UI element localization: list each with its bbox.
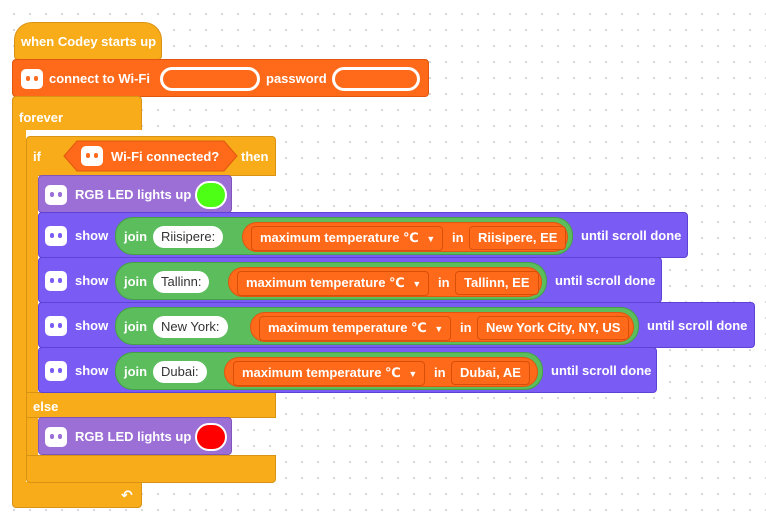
temperature-type-text: maximum temperature ℃ (246, 275, 405, 290)
temperature-type-text: maximum temperature ℃ (260, 230, 419, 245)
forever-block[interactable]: forever (12, 96, 142, 130)
connect-wifi-label: connect to Wi-Fi (49, 71, 150, 86)
join-label: join (124, 364, 148, 379)
codey-icon (45, 185, 67, 205)
codey-icon (21, 69, 43, 89)
rgb-led-red-block[interactable]: RGB LED lights up (38, 417, 232, 455)
if-arm (26, 175, 38, 461)
max-temperature-reporter[interactable]: maximum temperature ℃ ▼ in Riisipere, EE (242, 222, 568, 252)
in-label: in (452, 230, 464, 245)
codey-icon (45, 271, 67, 291)
join-block[interactable]: join Riisipere: maximum temperature ℃ ▼ … (115, 217, 573, 255)
temperature-type-dropdown[interactable]: maximum temperature ℃ ▼ (237, 271, 429, 296)
max-temperature-reporter[interactable]: maximum temperature ℃ ▼ in New York City… (250, 312, 634, 342)
if-label: if (33, 149, 41, 164)
wifi-connected-label: Wi-Fi connected? (111, 149, 220, 164)
led-color-green[interactable] (195, 181, 227, 209)
in-label: in (438, 275, 450, 290)
codey-icon (45, 361, 67, 381)
dropdown-arrow-icon: ▼ (408, 369, 418, 379)
forever-bottom: ↶ (12, 482, 142, 508)
event-label: when Codey starts up (21, 34, 157, 49)
wifi-connected-condition[interactable] (63, 140, 238, 172)
show-block-new-york[interactable]: show join New York: maximum temperature … (38, 302, 755, 348)
temperature-type-text: maximum temperature ℃ (242, 365, 401, 380)
max-temperature-reporter[interactable]: maximum temperature ℃ ▼ in Dubai, AE (224, 357, 538, 387)
codey-icon (45, 427, 67, 447)
show-block-dubai[interactable]: show join Dubai: maximum temperature ℃ ▼… (38, 347, 657, 393)
text-input-prefix[interactable]: Tallinn: (153, 271, 210, 293)
text-input-prefix[interactable]: New York: (153, 316, 228, 338)
in-label: in (434, 365, 446, 380)
dropdown-arrow-icon: ▼ (412, 279, 422, 289)
until-scroll-label: until scroll done (551, 363, 652, 378)
led-color-red[interactable] (195, 423, 227, 451)
wifi-ssid-input[interactable] (160, 67, 260, 91)
city-input[interactable]: Tallinn, EE (455, 271, 539, 295)
if-block[interactable]: if Wi-Fi connected? then (26, 136, 276, 176)
codey-icon (45, 226, 67, 246)
forever-arm (12, 129, 26, 483)
text-input-prefix[interactable]: Dubai: (153, 361, 207, 383)
city-input[interactable]: Dubai, AE (451, 361, 530, 385)
until-scroll-label: until scroll done (581, 228, 682, 243)
codey-icon (45, 316, 67, 336)
temperature-type-dropdown[interactable]: maximum temperature ℃ ▼ (251, 226, 443, 251)
codey-icon (81, 146, 103, 166)
temperature-type-text: maximum temperature ℃ (268, 320, 427, 335)
until-scroll-label: until scroll done (555, 273, 656, 288)
forever-label: forever (19, 110, 64, 125)
password-label: password (266, 71, 327, 86)
join-block[interactable]: join New York: maximum temperature ℃ ▼ i… (115, 307, 639, 345)
dropdown-arrow-icon: ▼ (426, 234, 436, 244)
led-label: RGB LED lights up (75, 429, 192, 444)
show-block-tallinn[interactable]: show join Tallinn: maximum temperature ℃… (38, 257, 662, 303)
if-bottom (26, 455, 276, 483)
temperature-type-dropdown[interactable]: maximum temperature ℃ ▼ (259, 316, 451, 341)
else-section: else (26, 392, 276, 418)
connect-wifi-block[interactable]: connect to Wi-Fi password (12, 59, 429, 97)
join-block[interactable]: join Dubai: maximum temperature ℃ ▼ in D… (115, 352, 543, 390)
join-label: join (124, 319, 148, 334)
show-label: show (75, 363, 109, 378)
join-label: join (124, 229, 148, 244)
max-temperature-reporter[interactable]: maximum temperature ℃ ▼ in Tallinn, EE (228, 267, 542, 297)
show-block-riisipere[interactable]: show join Riisipere: maximum temperature… (38, 212, 688, 258)
led-label: RGB LED lights up (75, 187, 192, 202)
then-label: then (241, 149, 269, 164)
in-label: in (460, 320, 472, 335)
text-input-prefix[interactable]: Riisipere: (153, 226, 224, 248)
join-block[interactable]: join Tallinn: maximum temperature ℃ ▼ in… (115, 262, 547, 300)
show-label: show (75, 318, 109, 333)
join-label: join (124, 274, 148, 289)
show-label: show (75, 228, 109, 243)
dropdown-arrow-icon: ▼ (434, 324, 444, 334)
temperature-type-dropdown[interactable]: maximum temperature ℃ ▼ (233, 361, 425, 386)
loop-arrow-icon: ↶ (121, 487, 133, 503)
show-label: show (75, 273, 109, 288)
rgb-led-green-block[interactable]: RGB LED lights up (38, 175, 232, 213)
until-scroll-label: until scroll done (647, 318, 748, 333)
else-label: else (33, 399, 59, 414)
when-codey-starts-up-block[interactable]: when Codey starts up (14, 22, 162, 60)
city-input[interactable]: Riisipere, EE (469, 226, 567, 250)
city-input[interactable]: New York City, NY, US (477, 316, 630, 340)
wifi-password-input[interactable] (332, 67, 420, 91)
